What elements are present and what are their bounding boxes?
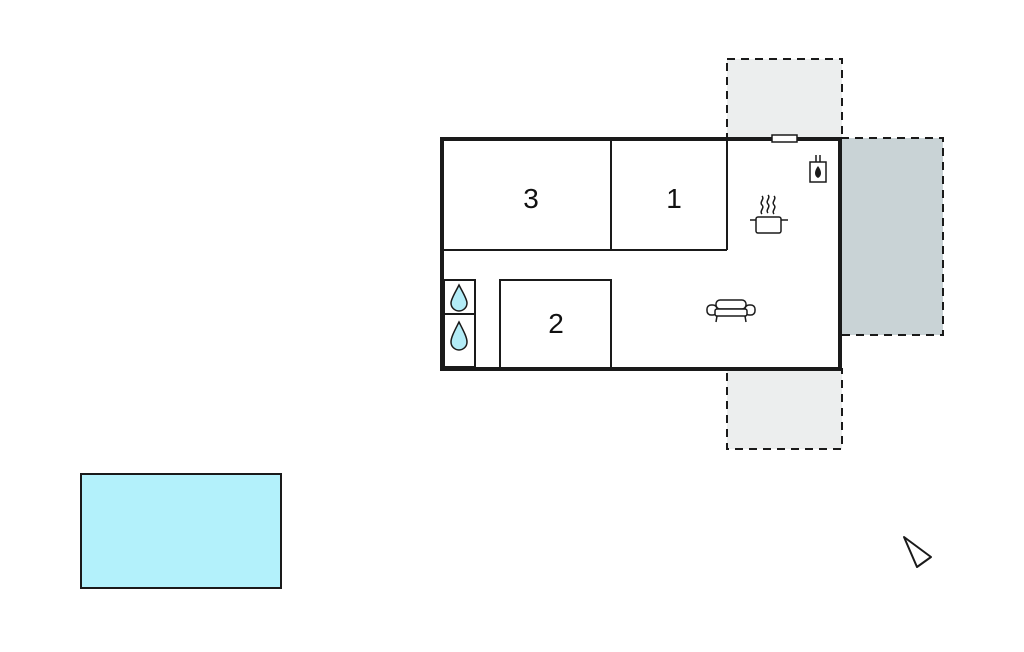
north-arrow-icon — [903, 536, 932, 568]
bathroom-drop-icon — [450, 283, 468, 312]
room-label-1: 1 — [666, 183, 682, 214]
bathroom-drop-icon — [450, 320, 468, 351]
pool — [80, 473, 282, 589]
house-outline — [440, 137, 842, 371]
room-label-2: 2 — [548, 308, 564, 339]
interior-walls — [442, 139, 728, 370]
fireplace-icon — [809, 155, 827, 183]
kitchen-pot-icon — [750, 194, 788, 234]
terrace-bottom — [726, 368, 843, 450]
covered-terrace-east — [840, 137, 944, 336]
room-label-3: 3 — [523, 183, 539, 214]
window — [771, 134, 798, 143]
terrace-top — [726, 58, 843, 140]
sofa-icon — [706, 299, 756, 323]
